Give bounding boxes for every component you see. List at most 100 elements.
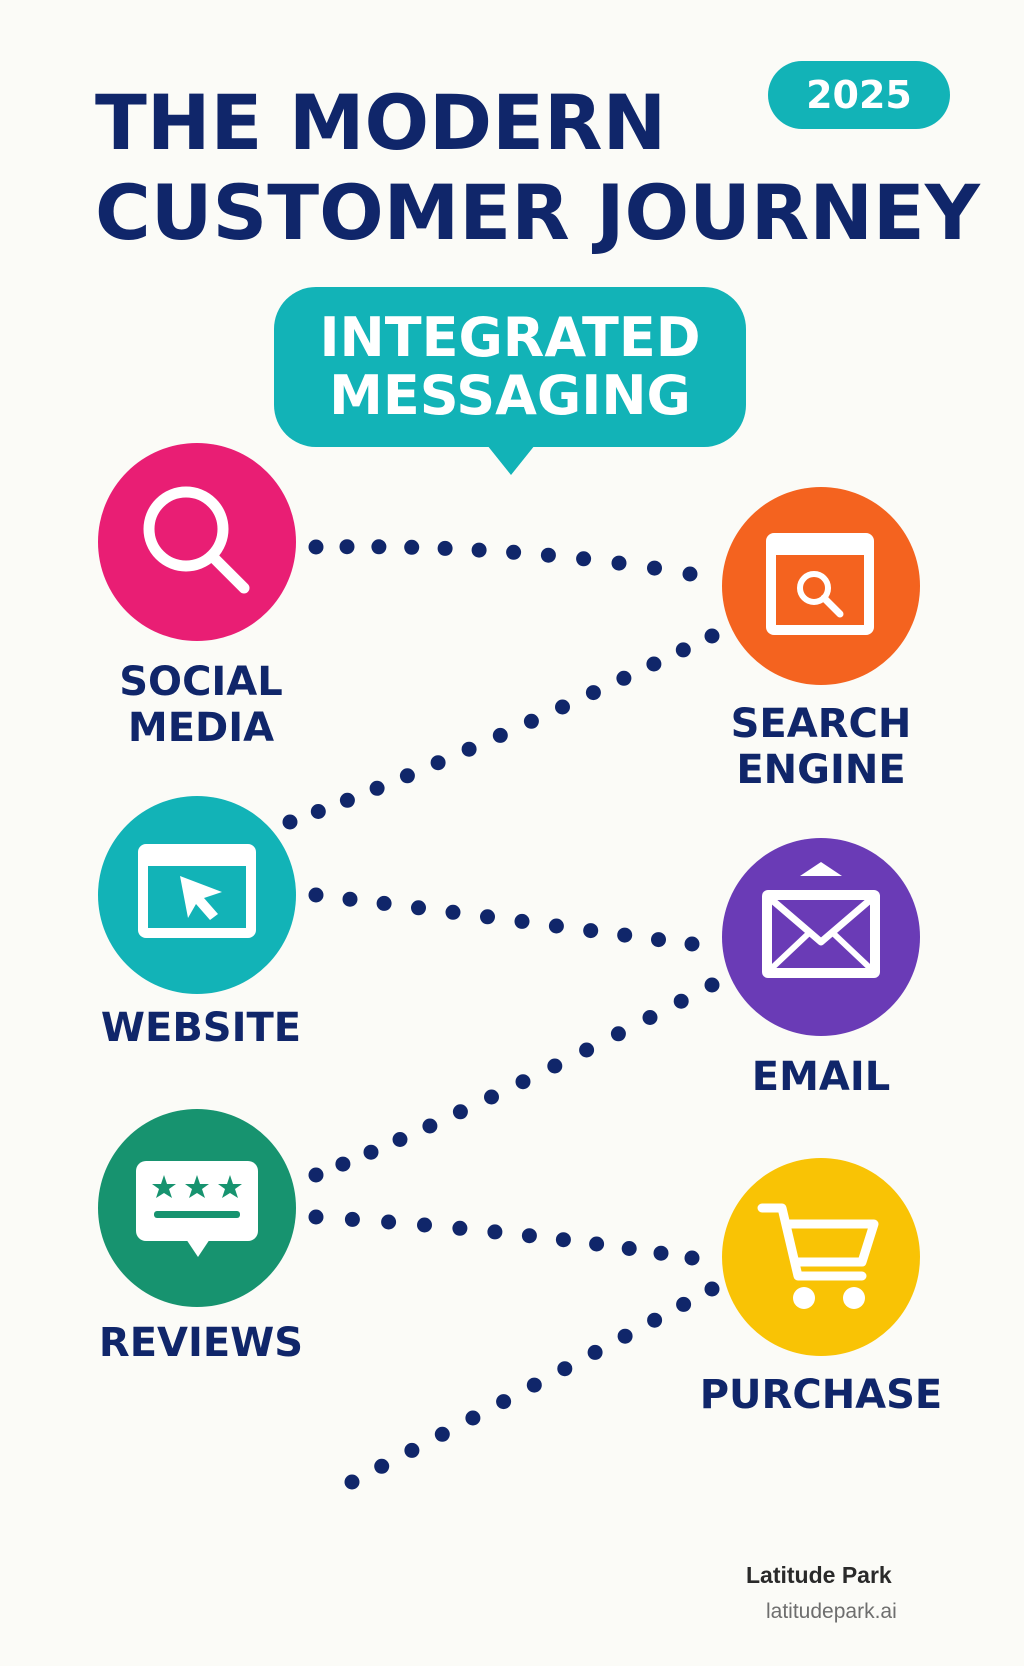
connector-dot (557, 1361, 573, 1377)
integrated-messaging-bubble: INTEGRATED MESSAGING (274, 287, 746, 447)
connector-dot (506, 544, 522, 560)
website-node (98, 796, 296, 994)
connector-dot (555, 699, 570, 715)
shopping-cart-icon (757, 1203, 879, 1309)
connector-dot (434, 1426, 450, 1442)
path-reviews-to-purchase (308, 1209, 700, 1266)
star-rating-icon (136, 1161, 258, 1257)
email-node (722, 838, 920, 1036)
connector-dot (484, 1089, 499, 1105)
connector-dot (308, 539, 324, 555)
connector-dot (452, 1220, 468, 1236)
path-email-to-reviews (308, 977, 720, 1183)
browser-cursor-icon (138, 844, 256, 938)
connector-dot (583, 923, 599, 939)
connector-dot (521, 1228, 537, 1244)
connector-dot (363, 1144, 379, 1160)
email-label: EMAIL (751, 1054, 891, 1100)
connector-dot (540, 547, 556, 563)
connector-dot (492, 727, 508, 743)
connector-dot (335, 1156, 351, 1172)
social-media-label: SOCIAL MEDIA (119, 659, 283, 751)
website-label: WEBSITE (100, 1005, 302, 1051)
search-engine-label: SEARCH ENGINE (730, 701, 912, 793)
purchase-node (722, 1158, 920, 1356)
connector-dot (404, 1442, 420, 1458)
connector-dot (369, 780, 385, 796)
purchase-label: PURCHASE (699, 1372, 943, 1418)
year-badge: 2025 (768, 61, 950, 129)
connector-dot (452, 1104, 468, 1120)
connector-dot (653, 1245, 669, 1261)
connector-dot (342, 891, 358, 907)
path-search-to-website (282, 628, 720, 830)
connector-dot (585, 685, 601, 701)
connector-dot (576, 551, 592, 567)
connector-dot (523, 713, 539, 729)
connector-dot (376, 895, 392, 911)
connector-dot (374, 1458, 390, 1474)
browser-search-icon (766, 533, 874, 635)
connector-dot (471, 542, 487, 558)
envelope-icon (762, 862, 880, 978)
connector-dot (480, 909, 495, 925)
connector-dot (647, 1312, 663, 1328)
connector-dot (704, 977, 720, 993)
connector-dot (381, 1214, 397, 1230)
connector-dot (422, 1118, 438, 1134)
connector-dot (514, 913, 530, 929)
connector-dot (344, 1211, 360, 1227)
connector-dot (487, 1224, 503, 1240)
path-social-to-search (308, 539, 698, 582)
connector-dot (339, 539, 355, 555)
social-media-node (98, 443, 296, 641)
connector-dot (417, 1217, 432, 1233)
connector-dot (617, 1328, 633, 1344)
connector-dot (617, 927, 633, 943)
connector-dot (526, 1377, 542, 1393)
connector-dot (437, 540, 453, 556)
connector-dot (704, 628, 720, 644)
connector-dot (647, 560, 662, 576)
connector-dot (579, 1042, 595, 1058)
connector-dot (611, 555, 627, 571)
connector-dot (589, 1236, 605, 1252)
connector-dot (548, 918, 564, 934)
connector-dot (392, 1132, 408, 1147)
connector-dot (461, 741, 477, 757)
connector-dot (515, 1074, 531, 1090)
connector-dot (282, 814, 298, 830)
connector-dot (555, 1232, 571, 1248)
connector-dot (587, 1344, 603, 1360)
brand-url: latitudepark.ai (766, 1600, 897, 1623)
connector-dot (310, 804, 326, 819)
connector-dot (673, 993, 689, 1009)
connector-dot (682, 566, 698, 582)
connector-dot (339, 792, 355, 808)
brand-name: Latitude Park (746, 1562, 892, 1588)
connector-dot (547, 1058, 563, 1074)
connector-dot (684, 936, 700, 952)
connector-dot (642, 1010, 658, 1025)
connector-dot (616, 670, 632, 686)
connector-dot (465, 1410, 481, 1426)
connector-dot (344, 1474, 360, 1490)
connector-dot (676, 1296, 692, 1312)
connector-dot (651, 932, 666, 948)
connector-dot (675, 642, 691, 658)
connector-dot (404, 539, 420, 555)
connector-dot (308, 887, 324, 903)
page-title: THE MODERN CUSTOMER JOURNEY (95, 78, 980, 257)
bubble-tail (487, 445, 535, 475)
connector-dot (371, 539, 387, 555)
connector-dot (684, 1250, 700, 1266)
connector-dot (496, 1394, 512, 1410)
connector-dot (621, 1241, 637, 1256)
connector-dot (610, 1026, 626, 1042)
magnifier-icon (143, 486, 250, 594)
path-website-to-email (308, 887, 700, 952)
connector-dot (704, 1281, 720, 1297)
connector-dot (399, 768, 415, 784)
connector-dot (430, 755, 446, 771)
